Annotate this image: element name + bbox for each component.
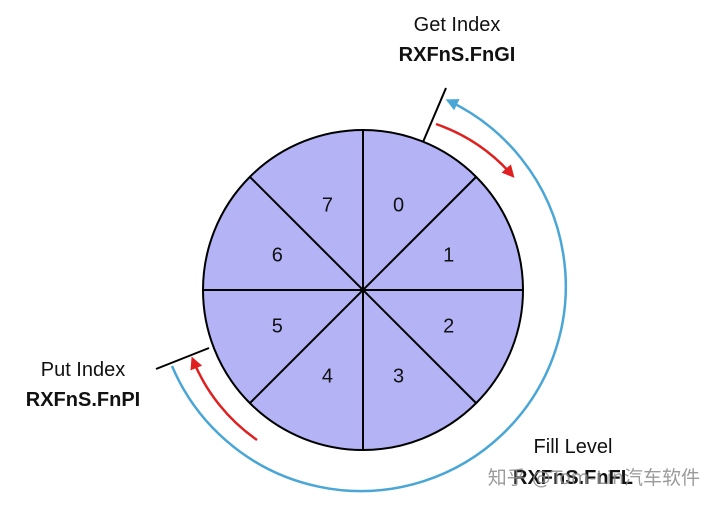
- get-index-tick: [422, 87, 447, 143]
- fill-level-title: Fill Level: [534, 436, 613, 458]
- segment-label-1: 1: [443, 244, 454, 266]
- segment-dividers: [203, 130, 523, 450]
- segment-label-3: 3: [393, 366, 404, 388]
- segment-label-6: 6: [272, 244, 283, 266]
- put-index-tick: [155, 347, 210, 370]
- segment-label-4: 4: [322, 366, 333, 388]
- get-index-direction-arrow: [435, 122, 515, 178]
- get-index-register: RXFnS.FnGI: [399, 44, 516, 66]
- fill-level-register: RXFnS.FnFL: [513, 467, 633, 489]
- segment-divider: [249, 176, 477, 404]
- fill-level-arc: [170, 99, 567, 493]
- segment-label-5: 5: [272, 316, 283, 338]
- put-index-direction-arrow: [190, 356, 258, 442]
- segment-label-2: 2: [443, 316, 454, 338]
- get-index-title: Get Index: [414, 14, 501, 36]
- put-index-register: RXFnS.FnPI: [26, 389, 140, 411]
- segment-label-7: 7: [322, 194, 333, 216]
- segment-labels: 0 1 2 3 4 5 6 7: [272, 194, 455, 387]
- segment-label-0: 0: [393, 194, 404, 216]
- put-index-title: Put Index: [41, 359, 126, 381]
- watermark-text: 知乎 @Tom-Lin汽车软件: [488, 467, 700, 489]
